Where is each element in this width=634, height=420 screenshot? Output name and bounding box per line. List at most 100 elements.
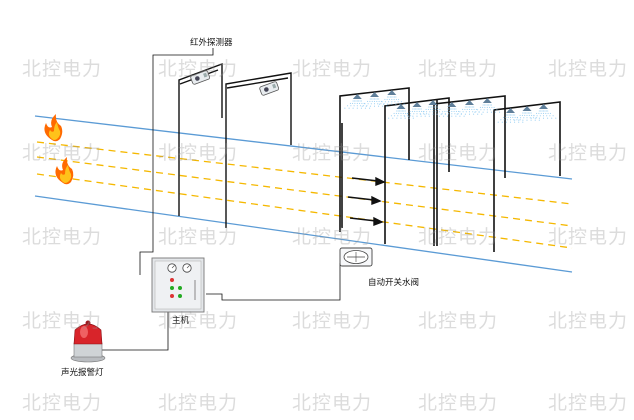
spray-droplet	[459, 115, 461, 117]
spray-droplet	[413, 113, 415, 115]
sprinkler-nozzle-icon	[539, 104, 548, 109]
belt-top-edge	[34, 115, 573, 180]
spray-droplet	[475, 108, 477, 110]
spray-droplet	[531, 114, 533, 116]
spray-droplet	[416, 110, 418, 112]
spray-droplet	[358, 100, 360, 102]
spray-droplet	[514, 119, 516, 121]
spray-droplet	[520, 117, 522, 119]
spray-droplet	[361, 102, 363, 104]
spray-droplet	[448, 108, 450, 110]
spray-droplet	[464, 113, 466, 115]
spray-droplet	[370, 103, 372, 105]
wire-host-to-valve	[206, 263, 341, 301]
spray-droplet	[395, 96, 397, 98]
spray-droplet	[369, 105, 371, 107]
spray-droplet	[460, 113, 462, 115]
spray-droplet	[429, 106, 431, 108]
spray-droplet	[359, 100, 361, 102]
spray-droplet	[522, 119, 524, 121]
spray-droplet	[464, 108, 466, 110]
sprinkler-nozzle-icon	[428, 100, 438, 105]
spray-droplet	[500, 119, 502, 121]
sprinkler-nozzle-icon	[352, 94, 362, 99]
spray-droplet	[474, 111, 476, 113]
spray-droplet	[497, 121, 499, 123]
spray-droplet	[393, 98, 395, 100]
spray-droplet	[493, 106, 495, 108]
belt-dashed-line	[36, 156, 573, 227]
spray-droplet	[446, 110, 448, 112]
spray-droplet	[400, 101, 402, 103]
spray-droplet	[519, 114, 521, 116]
spray-droplet	[518, 121, 520, 123]
spray-droplet	[490, 111, 492, 113]
spray-droplet	[533, 115, 535, 117]
spray-droplet	[387, 96, 389, 98]
spray-droplet	[489, 109, 491, 111]
spray-droplet	[463, 115, 465, 117]
spray-droplet	[447, 108, 449, 110]
spray-droplet	[444, 110, 446, 112]
spray-droplet	[436, 113, 438, 115]
spray-droplet	[538, 112, 540, 114]
spray-droplet	[541, 110, 543, 112]
sprinkler-nozzle-icon	[522, 106, 532, 111]
spray-droplet	[451, 110, 453, 112]
infrared-detector-icon	[190, 70, 211, 85]
spray-droplet	[435, 111, 437, 113]
spray-droplet	[417, 108, 419, 110]
spray-droplet	[452, 108, 454, 110]
spray-droplet	[454, 113, 456, 115]
spray-droplet	[526, 117, 528, 119]
spray-droplet	[462, 111, 464, 113]
spray-droplet	[352, 100, 354, 102]
spray-droplet	[539, 115, 541, 117]
spray-droplet	[524, 114, 526, 116]
spray-droplet	[545, 112, 547, 114]
spray-droplet	[412, 117, 414, 119]
spray-droplet	[449, 108, 451, 110]
spray-droplet	[430, 108, 432, 110]
spray-droplet	[404, 117, 406, 119]
spray-droplet	[530, 112, 532, 114]
flow-arrow-icon	[347, 195, 382, 206]
spray-droplet	[391, 98, 393, 100]
spray-droplet	[353, 100, 355, 102]
spray-droplet	[420, 113, 422, 115]
spray-droplet	[380, 103, 382, 105]
spray-droplet	[419, 108, 421, 110]
spray-droplet	[424, 113, 426, 115]
valve-icon	[339, 247, 373, 267]
spray-droplet	[436, 106, 438, 108]
spray-droplet	[534, 117, 536, 119]
spray-droplet	[454, 108, 456, 110]
spray-droplet	[387, 103, 389, 105]
spray-droplet	[369, 107, 371, 109]
spray-droplet	[509, 121, 512, 123]
spray-droplet	[367, 100, 369, 102]
spray-droplet	[549, 112, 551, 114]
spray-droplet	[438, 111, 440, 113]
spray-droplet	[381, 101, 383, 103]
spray-droplet	[530, 117, 532, 119]
spray-droplet	[468, 108, 471, 110]
spray-droplet	[395, 103, 397, 105]
spray-droplet	[354, 102, 356, 104]
spray-droplet	[507, 116, 509, 118]
control-box-icon	[151, 257, 205, 313]
spray-droplet	[378, 100, 380, 102]
sprinkler-nozzle-icon	[387, 90, 397, 95]
spray-droplet	[410, 113, 412, 115]
sprinkler-nozzle-icon	[396, 104, 406, 109]
spray-droplet	[426, 111, 428, 113]
spray-droplet	[378, 105, 380, 107]
spray-droplet	[369, 98, 371, 100]
spray-droplet	[485, 104, 487, 106]
spray-droplet	[514, 114, 516, 116]
spray-droplet	[529, 117, 531, 119]
spray-droplet	[542, 112, 545, 114]
spray-droplet	[544, 110, 546, 112]
sprinkler-nozzle-icon	[482, 98, 492, 103]
